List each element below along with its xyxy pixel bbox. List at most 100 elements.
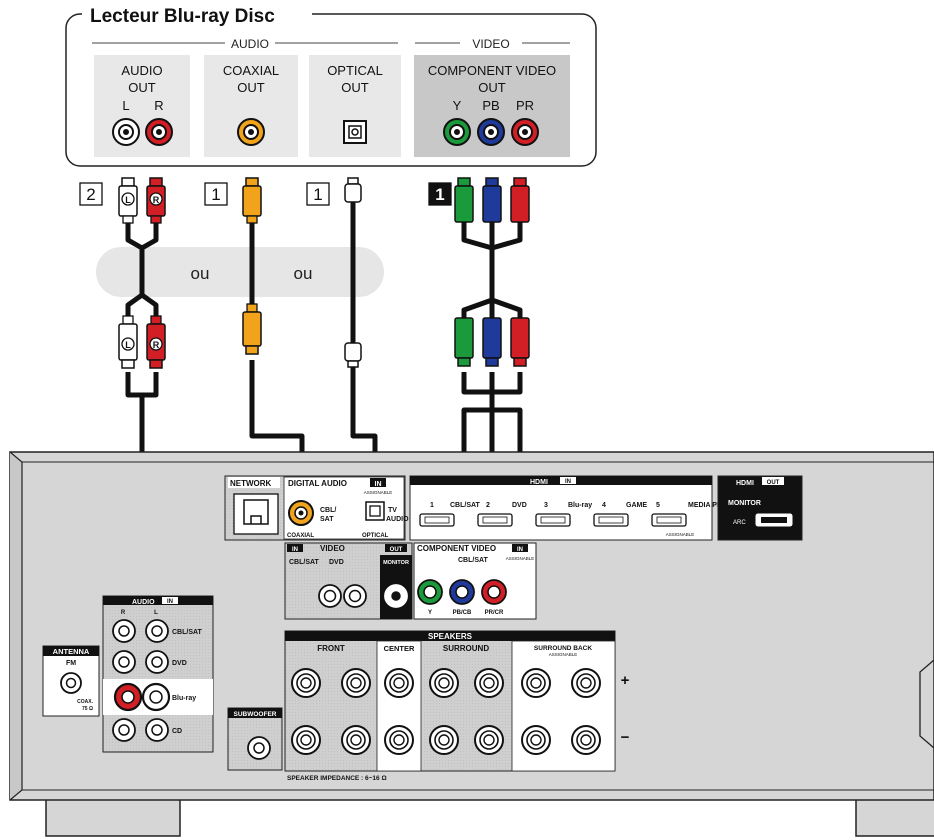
coaxial-plug-bottom [242, 303, 262, 355]
svg-text:R: R [153, 195, 160, 205]
svg-text:CBL/SAT: CBL/SAT [289, 559, 320, 566]
svg-text:COAX.: COAX. [77, 699, 93, 705]
player-component-pr-jack [511, 118, 539, 146]
svg-text:CENTER: CENTER [384, 644, 415, 653]
subwoofer-label: SUBWOOFER [234, 711, 277, 718]
video-group-label: VIDEO [472, 37, 509, 51]
hdmi-input-label: DVD [512, 502, 527, 509]
player-audio-r-jack [145, 118, 173, 146]
hdmi-port-3 [535, 513, 571, 527]
speaker-terminal [341, 725, 371, 755]
svg-text:TV: TV [388, 507, 397, 514]
video-label: VIDEO [320, 544, 345, 553]
svg-text:ASSIGNABLE: ASSIGNABLE [506, 556, 535, 561]
optical-plug-bottom [344, 342, 362, 368]
player-component-pb-jack [477, 118, 505, 146]
svg-text:SAT: SAT [320, 516, 334, 523]
svg-text:IN: IN [565, 479, 571, 485]
digital-audio-label: DIGITAL AUDIO [288, 479, 347, 488]
svg-text:1: 1 [313, 185, 322, 204]
svg-text:DVD: DVD [329, 559, 344, 566]
player-optical-jack [343, 120, 367, 144]
svg-text:2: 2 [86, 185, 95, 204]
hdmi-input-label: MEDIA PLAYER [688, 502, 740, 509]
audio-cbl-sat-jacks [112, 619, 169, 643]
svg-text:CBL/SAT: CBL/SAT [172, 629, 203, 636]
player-coaxial-jack [237, 118, 265, 146]
svg-text:HDMI: HDMI [530, 479, 548, 486]
analog-plug-r-top: R [146, 177, 166, 224]
speaker-terminal [571, 668, 601, 698]
marker-optical: 1 [306, 182, 330, 206]
svg-text:IN: IN [292, 547, 298, 553]
svg-text:FM: FM [66, 660, 76, 667]
marker-coaxial: 1 [204, 182, 228, 206]
coaxial-out-label-2: OUT [237, 80, 265, 95]
svg-text:OUT: OUT [767, 480, 780, 486]
svg-text:ASSIGNABLE: ASSIGNABLE [666, 532, 695, 537]
svg-text:PR/CR: PR/CR [485, 610, 504, 616]
component-pb-in-jack [449, 579, 475, 605]
svg-text:HDMI: HDMI [736, 480, 754, 487]
optical-out-label-1: OPTICAL [327, 63, 383, 78]
analog-plug-r-bottom: R [146, 315, 166, 369]
svg-text:CBL/: CBL/ [320, 507, 336, 514]
speaker-terminal [291, 668, 321, 698]
svg-text:L: L [125, 340, 131, 350]
antenna-label: ANTENNA [53, 647, 90, 656]
video-cbl-sat-jack [318, 584, 342, 608]
player-component-y-jack [443, 118, 471, 146]
speaker-terminal [571, 725, 601, 755]
audio-cd-jacks [112, 718, 169, 742]
network-label: NETWORK [230, 479, 272, 488]
hdmi-input-label: 2 [486, 502, 490, 509]
analog-plug-l-top: L [118, 177, 138, 224]
speaker-terminal [474, 725, 504, 755]
svg-text:OPTICAL: OPTICAL [362, 533, 389, 539]
component-plugs-top [454, 177, 530, 223]
component-plugs-bottom [454, 317, 530, 367]
svg-text:MONITOR: MONITOR [383, 560, 409, 566]
player-audio-l-jack [112, 118, 140, 146]
coaxial-out-label-1: COAXIAL [223, 63, 279, 78]
video-monitor-jack [384, 584, 408, 608]
speaker-terminal [474, 668, 504, 698]
coaxial-plug-top [242, 177, 262, 224]
svg-text:75 Ω: 75 Ω [82, 706, 93, 712]
component-out-label-2: OUT [478, 80, 506, 95]
audio-out-label-1: AUDIO [121, 63, 162, 78]
component-pr-in-jack [481, 579, 507, 605]
svg-text:OUT: OUT [390, 547, 403, 553]
speaker-terminal [521, 725, 551, 755]
svg-text:MONITOR: MONITOR [728, 500, 761, 507]
optical-out-label-2: OUT [341, 80, 369, 95]
hdmi-port-1 [419, 513, 455, 527]
choice-band: ou ou [96, 247, 384, 297]
hdmi-input-label: 3 [544, 502, 548, 509]
audio-out-l: L [122, 98, 129, 113]
marker-component: 1 [428, 182, 452, 206]
speaker-terminal [291, 725, 321, 755]
hdmi-port-2 [477, 513, 513, 527]
svg-text:AUDIO: AUDIO [386, 516, 409, 523]
speaker-terminal [429, 725, 459, 755]
audio-group-label: AUDIO [231, 37, 269, 51]
player-title: Lecteur Blu-ray Disc [90, 6, 275, 27]
svg-text:R: R [153, 340, 160, 350]
speaker-terminal [384, 668, 414, 698]
svg-text:L: L [125, 195, 131, 205]
component-pb-label: PB [482, 98, 499, 113]
component-y-in-jack [417, 579, 443, 605]
speaker-terminal [429, 668, 459, 698]
bluray-player-panel: Lecteur Blu-ray Disc AUDIO VIDEO AUDIO O… [65, 4, 597, 167]
speaker-terminals [291, 668, 601, 755]
or-label-2: ou [294, 264, 313, 283]
svg-text:COAXIAL: COAXIAL [287, 533, 314, 539]
subwoofer-jack [247, 736, 271, 760]
component-pr-label: PR [516, 98, 534, 113]
svg-text:ASSIGNABLE: ASSIGNABLE [549, 652, 578, 657]
optical-plug-top [344, 177, 362, 203]
svg-text:CBL/SAT: CBL/SAT [458, 557, 489, 564]
svg-text:ASSIGNABLE: ASSIGNABLE [364, 490, 393, 495]
